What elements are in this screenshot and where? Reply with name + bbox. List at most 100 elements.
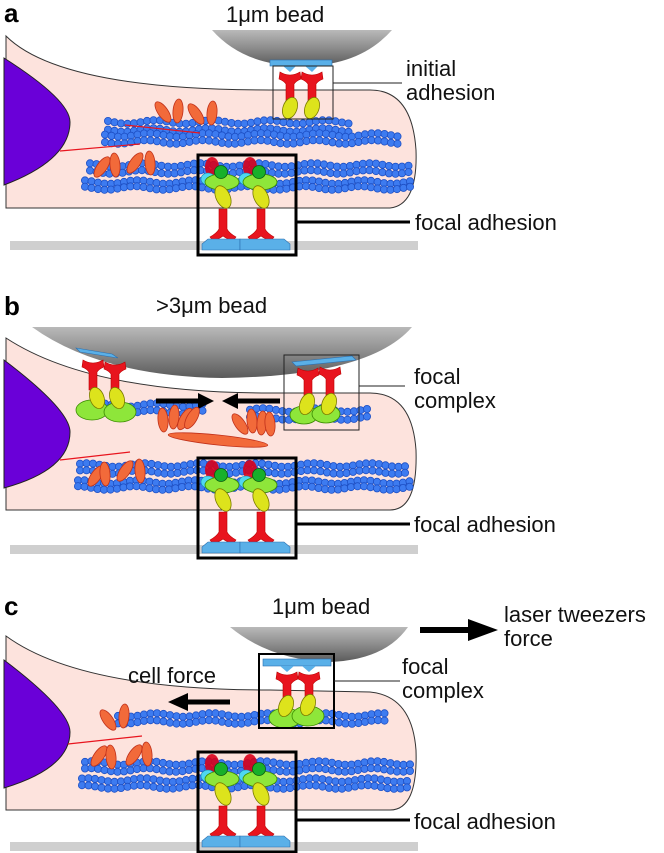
actin-monomer <box>384 161 393 170</box>
actin-monomer <box>158 766 167 775</box>
actin-monomer <box>371 159 380 168</box>
actin-monomer <box>149 775 158 784</box>
actin-monomer <box>305 118 314 127</box>
laser-force-label-line1: laser tweezers <box>504 602 646 627</box>
actin-monomer <box>91 782 100 791</box>
actin-monomer <box>283 469 292 478</box>
actin-monomer <box>301 482 310 491</box>
actin-monomer <box>285 777 294 786</box>
actin-monomer <box>380 129 389 138</box>
actin-monomer <box>155 776 164 785</box>
actin-monomer <box>237 719 246 728</box>
actin-monomer <box>178 402 187 411</box>
focal-adhesion-complex <box>196 750 298 853</box>
actin-monomer <box>84 774 93 783</box>
actin-monomer <box>347 132 356 141</box>
actin-monomer <box>250 129 259 138</box>
actin-monomer <box>400 468 409 477</box>
actin-monomer <box>265 404 274 413</box>
actin-monomer <box>178 182 187 191</box>
actin-monomer <box>159 138 168 147</box>
actin-monomer <box>230 139 239 148</box>
actin-monomer <box>275 485 284 494</box>
actin-monomer <box>405 767 414 776</box>
actin-monomer <box>179 467 188 476</box>
actin-monomer <box>387 462 396 471</box>
actin-monomer <box>371 167 380 176</box>
initial-adhesion-box <box>272 65 334 120</box>
actin-monomer <box>181 119 190 128</box>
panel-letter-b: b <box>4 291 20 321</box>
actin-monomer <box>97 776 106 785</box>
actin-monomer <box>172 712 181 721</box>
actin-monomer <box>379 765 388 774</box>
actin-monomer <box>237 712 246 721</box>
actin-monomer <box>80 482 89 491</box>
actin-monomer <box>168 784 177 793</box>
actin-monomer <box>152 137 161 146</box>
actin-monomer <box>269 138 278 147</box>
actin-monomer <box>298 119 307 128</box>
actin-monomer <box>348 467 357 476</box>
actin-monomer <box>399 767 408 776</box>
actin-monomer <box>327 766 336 775</box>
actin-monomer <box>399 760 408 769</box>
actin-monomer <box>132 182 141 191</box>
actin-monomer <box>155 784 164 793</box>
actin-monomer <box>178 767 187 776</box>
actin-monomer <box>178 719 187 728</box>
actin-monomer <box>110 784 119 793</box>
actin-monomer <box>87 177 96 186</box>
actin-monomer <box>185 712 194 721</box>
actin-monomer <box>339 169 348 178</box>
focal-complex <box>258 653 335 729</box>
talin <box>214 185 232 209</box>
actin-monomer <box>354 712 363 721</box>
actin-monomer <box>123 119 132 128</box>
actin-monomer <box>269 758 278 767</box>
actin-monomer <box>349 414 358 423</box>
actin-monomer <box>339 162 348 171</box>
laser-force-label-line2: force <box>504 626 553 651</box>
actin-monomer <box>113 184 122 193</box>
actin-monomer <box>301 765 310 774</box>
actin-monomer <box>328 138 337 147</box>
actin-monomer <box>405 760 414 769</box>
actin-monomer <box>217 131 226 140</box>
actin-monomer <box>101 130 110 139</box>
actin-monomer <box>321 757 330 766</box>
actin-monomer <box>211 709 220 718</box>
actin-monomer <box>315 129 324 138</box>
integrin <box>247 805 275 839</box>
bead-label-a: 1μm bead <box>226 2 324 27</box>
callout-complex: complex <box>402 678 484 703</box>
callout-focal: focal <box>402 654 448 679</box>
actin-monomer <box>159 130 168 139</box>
actin-monomer <box>272 116 281 125</box>
actin-monomer <box>153 461 162 470</box>
integrin <box>247 511 275 545</box>
actin-monomer <box>198 406 207 415</box>
actin-monomer <box>275 185 284 194</box>
callout-adhesion: adhesion <box>406 80 495 105</box>
actin-monomer <box>334 710 343 719</box>
actin-monomer <box>171 767 180 776</box>
actin-monomer <box>334 767 343 776</box>
actin-monomer <box>224 132 233 141</box>
actin-monomer <box>173 468 182 477</box>
actin-monomer <box>373 757 382 766</box>
actin-monomer <box>270 469 279 478</box>
actin-monomer <box>74 482 83 491</box>
actin-monomer <box>191 717 200 726</box>
actin-monomer <box>145 184 154 193</box>
actin-monomer <box>276 139 285 148</box>
actin-monomer <box>91 774 100 783</box>
actin-monomer <box>405 182 414 191</box>
actin-monomer <box>334 718 343 727</box>
actin-monomer <box>86 166 95 175</box>
actin-monomer <box>274 162 283 171</box>
actin-monomer <box>344 783 353 792</box>
actin-monomer <box>404 168 413 177</box>
actin-monomer <box>158 485 167 494</box>
actin-monomer <box>152 765 161 774</box>
